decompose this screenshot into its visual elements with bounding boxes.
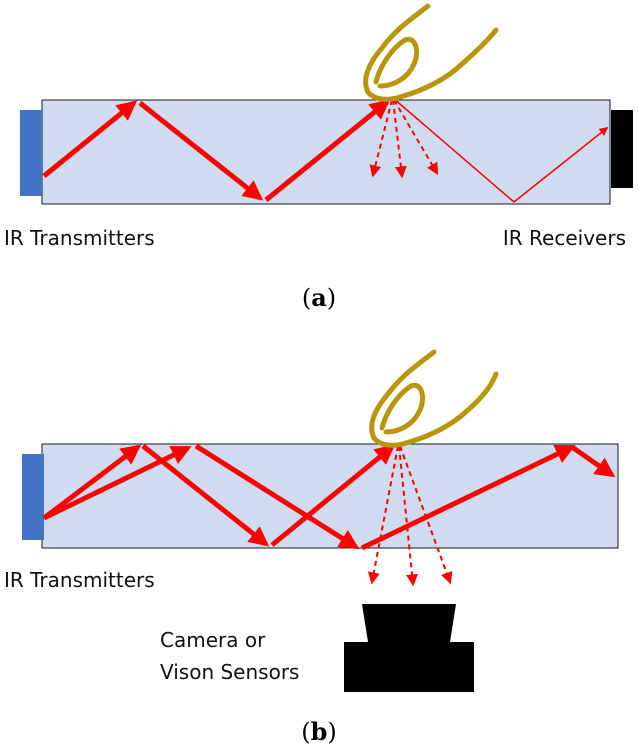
ray-path-b <box>42 443 616 551</box>
camera-label-line1: Camera or <box>160 628 266 652</box>
ray-segment <box>194 443 360 550</box>
attenuated-ray-a <box>392 97 609 203</box>
panel-b: IR Transmitters Camera or Vison Sensors … <box>4 349 619 746</box>
ray-segment <box>570 444 616 478</box>
ray-path-a <box>42 99 391 202</box>
ray-segment <box>270 444 396 547</box>
caption-b: (b) <box>301 717 337 746</box>
ir-transmitters-label-b: IR Transmitters <box>4 568 155 592</box>
finger-icon <box>369 349 499 448</box>
ray-segment <box>264 99 391 202</box>
ray-segment <box>42 444 142 520</box>
camera-icon <box>344 604 474 692</box>
ray-segment <box>42 100 138 178</box>
scatter-ray <box>392 99 407 179</box>
camera-label-line2: Vison Sensors <box>160 660 299 684</box>
ray-segment <box>141 444 270 547</box>
finger-icon <box>363 3 499 102</box>
panel-a: IR Transmitters IR Receivers (a) <box>4 3 633 312</box>
ray-segment <box>513 126 609 203</box>
ir-receivers-label-a: IR Receivers <box>503 226 626 250</box>
ray-segment <box>392 97 515 203</box>
ray-segment <box>360 444 576 551</box>
ir-transmitter-block-b <box>22 454 44 540</box>
ray-segment <box>138 101 264 201</box>
caption-a: (a) <box>302 283 336 312</box>
scattered-rays-b <box>367 445 453 587</box>
ir-receiver-block-a <box>611 110 633 188</box>
scatter-ray <box>399 445 453 585</box>
scattered-rays-a <box>369 99 439 179</box>
ir-transmitters-label-a: IR Transmitters <box>4 226 155 250</box>
ir-transmitter-block-a <box>20 110 42 196</box>
scatter-ray <box>369 99 393 178</box>
